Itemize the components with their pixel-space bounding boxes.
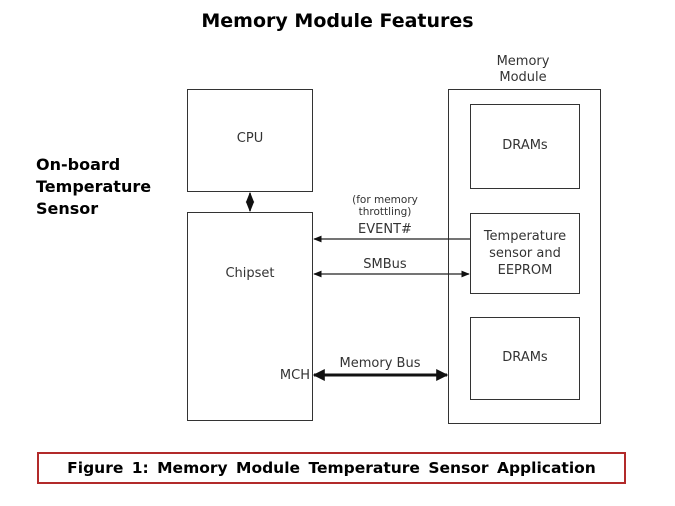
cpu-block [187,89,313,192]
page-title: Memory Module Features [201,10,474,32]
temp-sensor-label-line: sensor and [489,246,561,261]
memory-module-label-line: Memory [496,54,550,69]
event-label: EVENT# [358,222,412,237]
dram-top-block [470,104,580,189]
smbus-label: SMBus [363,257,407,272]
temp-sensor-label-line: EEPROM [497,263,553,278]
chipset-block [187,212,313,421]
dram-bottom-label: DRAMs [502,350,548,365]
memory-module-label: Memory Module [478,54,568,86]
chipset-label: Chipset [225,266,275,281]
cpu-label: CPU [236,131,264,146]
memory-bus-label: Memory Bus [339,356,421,371]
memory-module-label-line: Module [499,70,547,85]
event-note-line: (for memory [352,194,418,206]
temp-sensor-block [470,213,580,294]
event-note-line: throttling) [358,206,412,218]
side-label-line: Temperature [36,177,152,196]
dram-top-label: DRAMs [502,138,548,153]
mch-label: MCH [279,368,310,383]
side-label-line: Sensor [36,199,99,218]
temp-sensor-label-line: Temperature [483,229,567,244]
event-note: (for memory throttling) [340,194,430,218]
side-label-line: On-board [36,155,121,174]
temp-sensor-label: Temperature sensor and EEPROM [470,228,580,279]
figure-caption: Figure 1: Memory Module Temperature Sens… [37,452,626,484]
dram-bottom-block [470,317,580,400]
side-label: On-board Temperature Sensor [36,154,151,220]
